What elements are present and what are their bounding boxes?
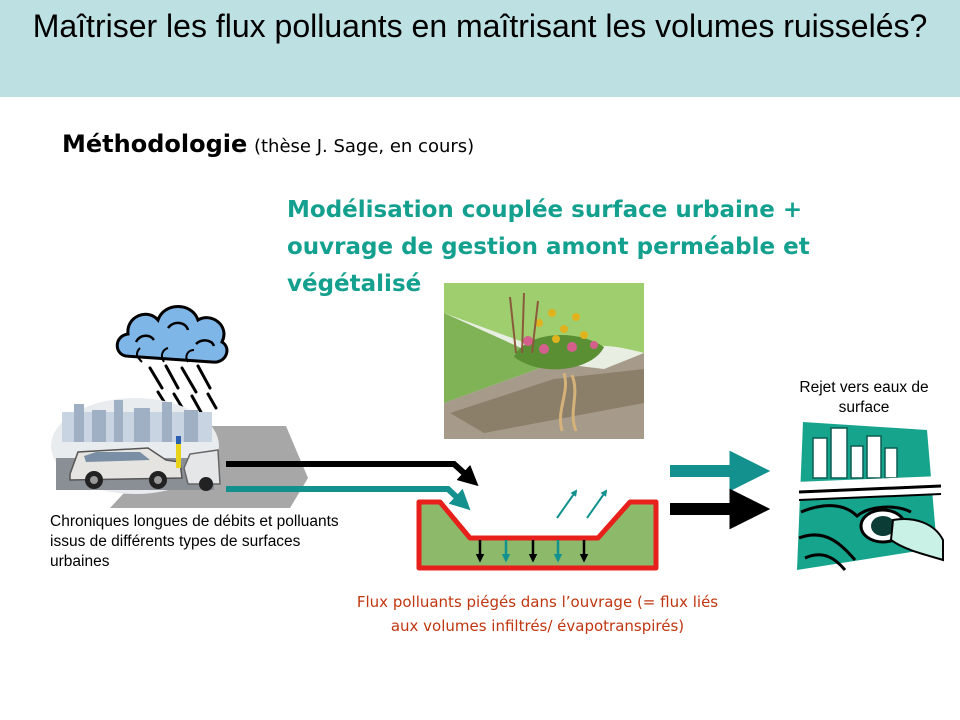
model-heading: Modélisation couplée surface urbaine + o… [287,197,810,297]
source-label: Chroniques longues de débits et polluant… [50,513,339,570]
bioretention-garden-icon [444,283,644,439]
methodology-line: Méthodologie (thèse J. Sage, en cours) [62,130,474,158]
rain-cloud-icon [115,305,229,416]
trapped-flux-label: Flux polluants piégés dans l’ouvrage (= … [356,593,719,635]
slide-title: Maîtriser les flux polluants en maîtrisa… [32,8,928,44]
outlet-label: Rejet vers eaux de surface [799,379,929,416]
runoff-arrow-teal [226,486,471,511]
city-outlet-icon [795,422,944,571]
infiltration-arrows [475,540,589,563]
thesis-note: (thèse J. Sage, en cours) [253,136,475,157]
methodology-label: Méthodologie [62,130,248,158]
title-band: Maîtriser les flux polluants en maîtrisa… [0,0,960,97]
evapotranspiration-arrows [556,489,608,519]
runoff-arrow-black [226,461,479,487]
basin [416,499,659,571]
